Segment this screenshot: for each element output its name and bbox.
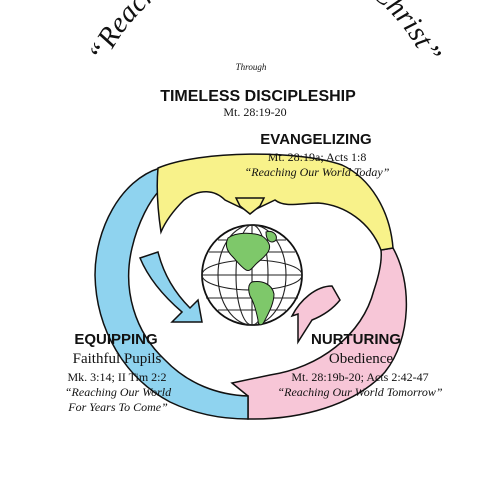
nurturing-title: NURTURING <box>311 331 401 348</box>
nurturing-subtitle: Obedience <box>328 351 394 367</box>
equipping-segment <box>94 166 249 420</box>
equipping-tagline-line1: “Reaching Our World <box>64 385 172 399</box>
arc-title: “Reaching Our World For Christ” <box>82 0 447 67</box>
evangelizing-arrow <box>234 197 266 215</box>
nurturing-tagline: “Reaching Our World Tomorrow” <box>277 385 443 399</box>
equipping-title: EQUIPPING <box>74 331 158 348</box>
equipping-subtitle: Faithful Pupils <box>72 351 162 367</box>
main-reference: Mt. 28:19-20 <box>223 105 287 119</box>
evangelizing-tagline: “Reaching Our World Today” <box>244 165 390 179</box>
through-label: Through <box>235 62 267 72</box>
equipping-reference: Mk. 3:14; II Tim 2:2 <box>67 370 167 384</box>
evangelizing-reference: Mt. 28:19a; Acts 1:8 <box>267 150 367 164</box>
globe-icon <box>201 224 303 326</box>
evangelizing-segment <box>156 153 394 251</box>
equipping-arrow <box>138 251 203 323</box>
nurturing-arrow <box>290 285 341 345</box>
main-heading: TIMELESS DISCIPLESHIP <box>160 88 356 105</box>
equipping-tagline-line2: For Years To Come” <box>68 400 168 414</box>
nurturing-reference: Mt. 28:19b-20; Acts 2:42-47 <box>291 370 429 384</box>
evangelizing-title: EVANGELIZING <box>260 131 372 148</box>
